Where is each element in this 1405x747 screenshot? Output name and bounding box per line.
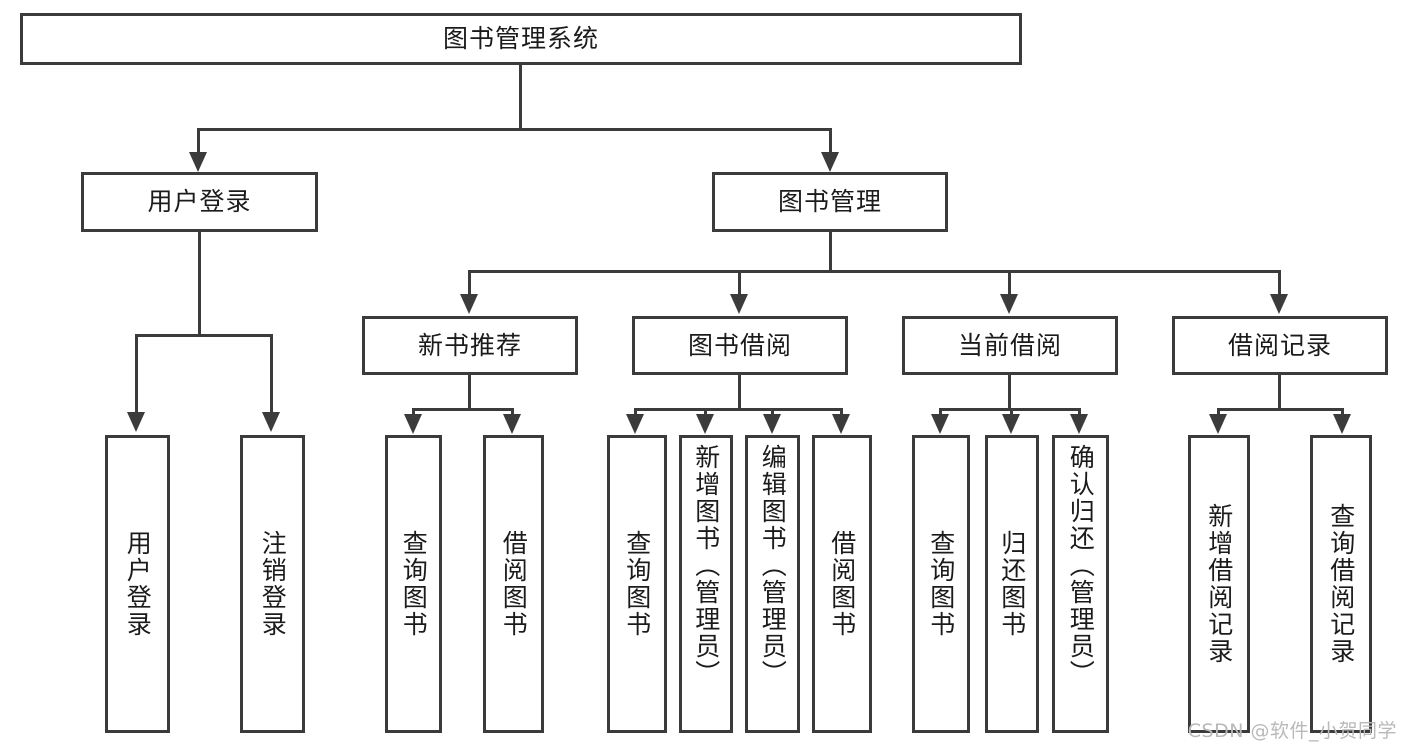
edge-drop-user-login (197, 128, 200, 156)
leaf-bb-edit-book-admin[interactable]: 编辑图书（管理员） (745, 435, 800, 733)
edge-drop-leaf-logout (270, 334, 273, 416)
edge-book-mgmt-stem (829, 232, 832, 272)
edge-drop-bb-query (634, 408, 637, 418)
leaf-logout[interactable]: 注销登录 (240, 435, 305, 733)
edge-drop-cb-return (1010, 408, 1013, 418)
arrowhead-user-login (189, 152, 207, 172)
leaf-cb-confirm-return-admin[interactable]: 确认归还（管理员） (1052, 435, 1109, 733)
edge-borrow-record-stem (1278, 375, 1281, 410)
edge-drop-bb-borrow (840, 408, 843, 418)
edge-drop-leaf-user-login (135, 334, 138, 416)
leaf-nbr-borrow-book[interactable]: 借阅图书 (483, 435, 544, 733)
edge-drop-cb-confirm (1078, 408, 1081, 418)
leaf-bb-borrow-book[interactable]: 借阅图书 (812, 435, 872, 733)
edge-book-borrow-stem (738, 375, 741, 410)
leaf-bb-query-book[interactable]: 查询图书 (607, 435, 667, 733)
arrowhead-book-borrow (730, 294, 748, 314)
node-book-borrow[interactable]: 图书借阅 (632, 316, 848, 375)
arrowhead-bb-add (696, 414, 714, 434)
arrowhead-cb-query (931, 414, 949, 434)
node-borrow-record[interactable]: 借阅记录 (1172, 316, 1388, 375)
edge-user-login-stem (198, 232, 201, 336)
edge-drop-cb-query (939, 408, 942, 418)
arrowhead-leaf-user-login (127, 412, 145, 432)
edge-drop-current-borrow (1008, 270, 1011, 298)
edge-drop-br-add (1217, 408, 1220, 418)
csdn-watermark: CSDN @软件_小贺同学 (1187, 720, 1397, 742)
leaf-nbr-query-book[interactable]: 查询图书 (385, 435, 442, 733)
leaf-cb-query-book[interactable]: 查询图书 (912, 435, 970, 733)
edge-drop-book-borrow (738, 270, 741, 298)
node-new-book-recommend[interactable]: 新书推荐 (362, 316, 578, 375)
edge-new-book-rec-bus (412, 408, 514, 411)
arrowhead-leaf-logout (262, 412, 280, 432)
node-root-system[interactable]: 图书管理系统 (20, 13, 1022, 65)
arrowhead-bb-borrow (832, 414, 850, 434)
arrowhead-nbr-query (404, 414, 422, 434)
arrowhead-cb-return (1002, 414, 1020, 434)
leaf-cb-return-book[interactable]: 归还图书 (985, 435, 1039, 733)
arrowhead-cb-confirm (1070, 414, 1088, 434)
arrowhead-bb-query (626, 414, 644, 434)
arrowhead-new-book-rec (460, 294, 478, 314)
edge-drop-br-query (1341, 408, 1344, 418)
edge-current-borrow-stem (1008, 375, 1011, 410)
edge-book-borrow-bus (634, 408, 843, 411)
node-current-borrow[interactable]: 当前借阅 (902, 316, 1118, 375)
edge-drop-new-book-rec (468, 270, 471, 298)
leaf-br-add-record[interactable]: 新增借阅记录 (1188, 435, 1250, 733)
edge-borrow-record-bus (1217, 408, 1344, 411)
arrowhead-br-add (1209, 414, 1227, 434)
node-book-management[interactable]: 图书管理 (712, 172, 948, 232)
leaf-br-query-record[interactable]: 查询借阅记录 (1310, 435, 1372, 733)
edge-drop-bb-edit (771, 408, 774, 418)
arrowhead-book-mgmt (821, 152, 839, 172)
leaf-user-login[interactable]: 用户登录 (105, 435, 170, 733)
edge-drop-nbr-borrow (511, 408, 514, 418)
arrowhead-bb-edit (763, 414, 781, 434)
edge-drop-nbr-query (412, 408, 415, 418)
edge-drop-book-mgmt (829, 128, 832, 156)
edge-level2-bus (197, 128, 832, 131)
edge-drop-borrow-record (1278, 270, 1281, 298)
edge-level3-bus (468, 270, 1280, 273)
arrowhead-current-borrow (1000, 294, 1018, 314)
node-user-login[interactable]: 用户登录 (81, 172, 318, 232)
arrowhead-borrow-record (1270, 294, 1288, 314)
edge-user-login-bus (135, 334, 273, 337)
arrowhead-br-query (1333, 414, 1351, 434)
edge-root-stem (519, 65, 522, 130)
arrowhead-nbr-borrow (503, 414, 521, 434)
edge-drop-bb-add (704, 408, 707, 418)
leaf-bb-add-book-admin[interactable]: 新增图书（管理员） (679, 435, 733, 733)
edge-new-book-rec-stem (468, 375, 471, 410)
